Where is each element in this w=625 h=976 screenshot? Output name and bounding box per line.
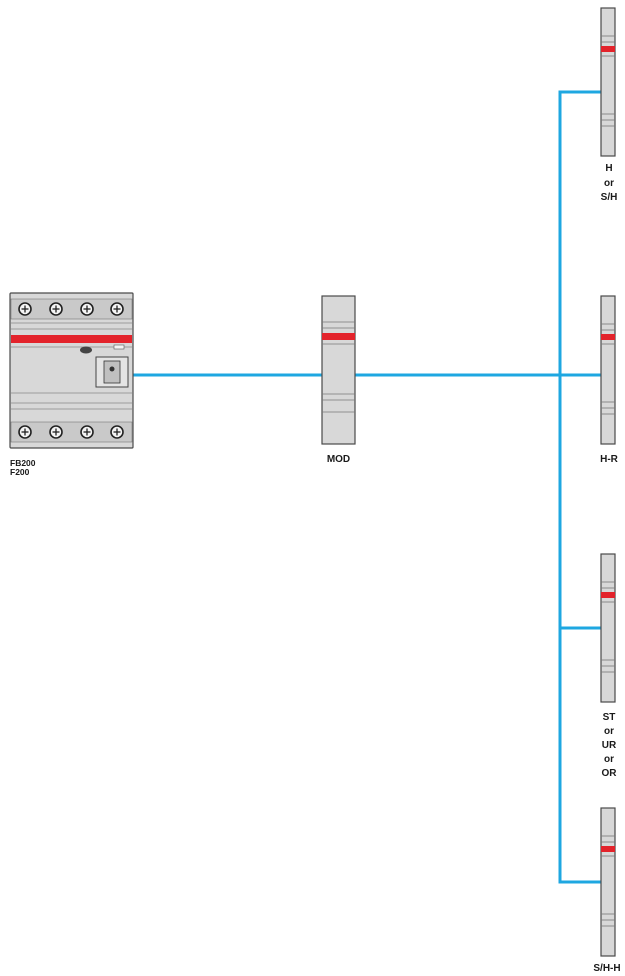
top-terminal-screw-icons [18, 302, 124, 316]
accessory-2-label-line1: H-R [600, 454, 619, 465]
accessory-3-label-line2: or [604, 726, 614, 737]
accessory-4-label-line1: S/H-H [593, 963, 620, 974]
accessory-3-label-line4: or [604, 754, 614, 765]
accessory-module-4 [600, 807, 616, 957]
mod-label: MOD [327, 454, 350, 465]
rcd-device [9, 292, 134, 449]
accessory-module-3 [600, 553, 616, 703]
rcd-label-line1: FB200 [10, 458, 36, 468]
accessory-module-1 [600, 7, 616, 157]
accessory-module-2 [600, 295, 616, 445]
accessory-1-label-line2: or [604, 178, 614, 189]
mod-module [321, 295, 356, 445]
accessory-3-label-line1: ST [603, 712, 616, 723]
bottom-terminal-screw-icons [18, 425, 124, 439]
accessory-1-label-line1: H [605, 163, 612, 174]
rcd-label-line2: F200 [10, 467, 30, 477]
accessory-1-label-line3: S/H [601, 192, 618, 203]
accessory-3-label-line5: OR [602, 768, 618, 779]
connection-wires [133, 90, 601, 884]
test-button-icon [80, 346, 92, 354]
accessory-3-label-line3: UR [602, 740, 617, 751]
